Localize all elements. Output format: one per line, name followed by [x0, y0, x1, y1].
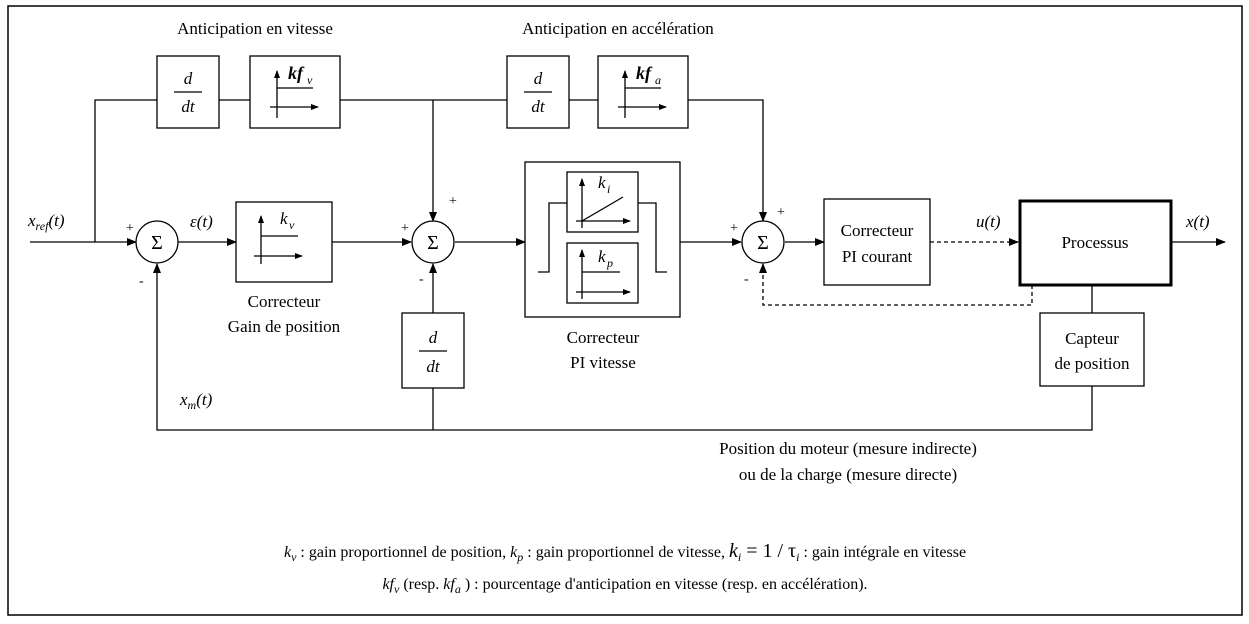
label-anticipation-vitesse: Anticipation en vitesse: [177, 19, 333, 38]
label-anticipation-acceleration: Anticipation en accélération: [522, 19, 714, 38]
svg-text:-: -: [139, 274, 144, 289]
wire-ff-branch: [94, 99, 157, 242]
svg-text:d: d: [534, 69, 543, 88]
svg-text:PI courant: PI courant: [842, 247, 913, 266]
svg-text:kf: kf: [636, 63, 653, 83]
gain-block-kfv: kf v: [249, 55, 341, 129]
gain-block-kv: k v: [235, 201, 333, 283]
pi-current-block: Correcteur PI courant: [823, 198, 931, 286]
svg-text:v: v: [307, 73, 313, 87]
svg-text:k: k: [598, 173, 606, 192]
signal-xref: xref(t): [27, 211, 65, 233]
svg-text:+: +: [401, 221, 409, 236]
derivative-block-velocity-ff: d dt: [156, 55, 220, 129]
wire-current-feedback: [759, 263, 1033, 306]
gain-block-kp: k p: [566, 242, 639, 304]
gain-block-kfa: kf a: [597, 55, 689, 129]
pi-velocity-block: k i k p: [524, 161, 681, 318]
summing-junction-velocity: Σ + + -: [401, 194, 457, 287]
label-correcteur-pi-vitesse-1: Correcteur: [567, 328, 640, 347]
label-correcteur-position-1: Correcteur: [248, 292, 321, 311]
legend-line-1: kv : gain proportionnel de position, kp …: [284, 540, 966, 564]
svg-text:Correcteur: Correcteur: [841, 221, 914, 240]
wire-position-feedback: [153, 263, 1093, 431]
svg-text:Σ: Σ: [151, 232, 163, 254]
svg-text:+: +: [730, 221, 738, 236]
summing-junction-current: Σ + + -: [730, 205, 785, 287]
svg-text:dt: dt: [531, 97, 546, 116]
label-feedback-2: ou de la charge (mesure directe): [739, 465, 957, 484]
svg-text:kf: kf: [288, 63, 305, 83]
svg-text:dt: dt: [181, 97, 196, 116]
wire-ff-kfa-to-sum3: [688, 99, 767, 222]
signal-x: x(t): [1185, 212, 1210, 231]
svg-text:de position: de position: [1054, 354, 1130, 373]
svg-text:d: d: [184, 69, 193, 88]
svg-text:k: k: [280, 209, 288, 228]
svg-text:Capteur: Capteur: [1065, 329, 1119, 348]
svg-text:k: k: [598, 247, 606, 266]
svg-text:Processus: Processus: [1061, 233, 1128, 252]
svg-text:p: p: [606, 256, 613, 270]
svg-text:+: +: [777, 205, 785, 220]
derivative-block-accel-ff: d dt: [506, 55, 570, 129]
svg-text:-: -: [419, 272, 424, 287]
legend-line-2: kfv (resp. kfa ) : pourcentage d'anticip…: [382, 576, 867, 596]
svg-text:a: a: [655, 73, 661, 87]
svg-text:-: -: [744, 272, 749, 287]
label-feedback-1: Position du moteur (mesure indirecte): [719, 439, 977, 458]
position-sensor-block: Capteur de position: [1039, 312, 1145, 387]
label-correcteur-pi-vitesse-2: PI vitesse: [570, 353, 636, 372]
svg-text:dt: dt: [426, 357, 441, 376]
signal-xm: xm(t): [179, 390, 213, 412]
svg-text:+: +: [126, 221, 134, 236]
derivative-block-feedback: d dt: [401, 312, 465, 389]
svg-text:Σ: Σ: [757, 232, 769, 254]
svg-text:+: +: [449, 194, 457, 209]
label-correcteur-position-2: Gain de position: [228, 317, 341, 336]
signal-epsilon: ε(t): [190, 212, 213, 231]
svg-text:v: v: [289, 218, 295, 232]
svg-text:i: i: [607, 182, 610, 196]
summing-junction-position: Σ + -: [126, 220, 179, 289]
svg-text:d: d: [429, 328, 438, 347]
signal-u: u(t): [976, 212, 1001, 231]
gain-block-ki: k i: [566, 171, 639, 233]
outer-frame: [7, 5, 1243, 616]
svg-text:Σ: Σ: [427, 232, 439, 254]
process-block: Processus: [1018, 199, 1173, 287]
